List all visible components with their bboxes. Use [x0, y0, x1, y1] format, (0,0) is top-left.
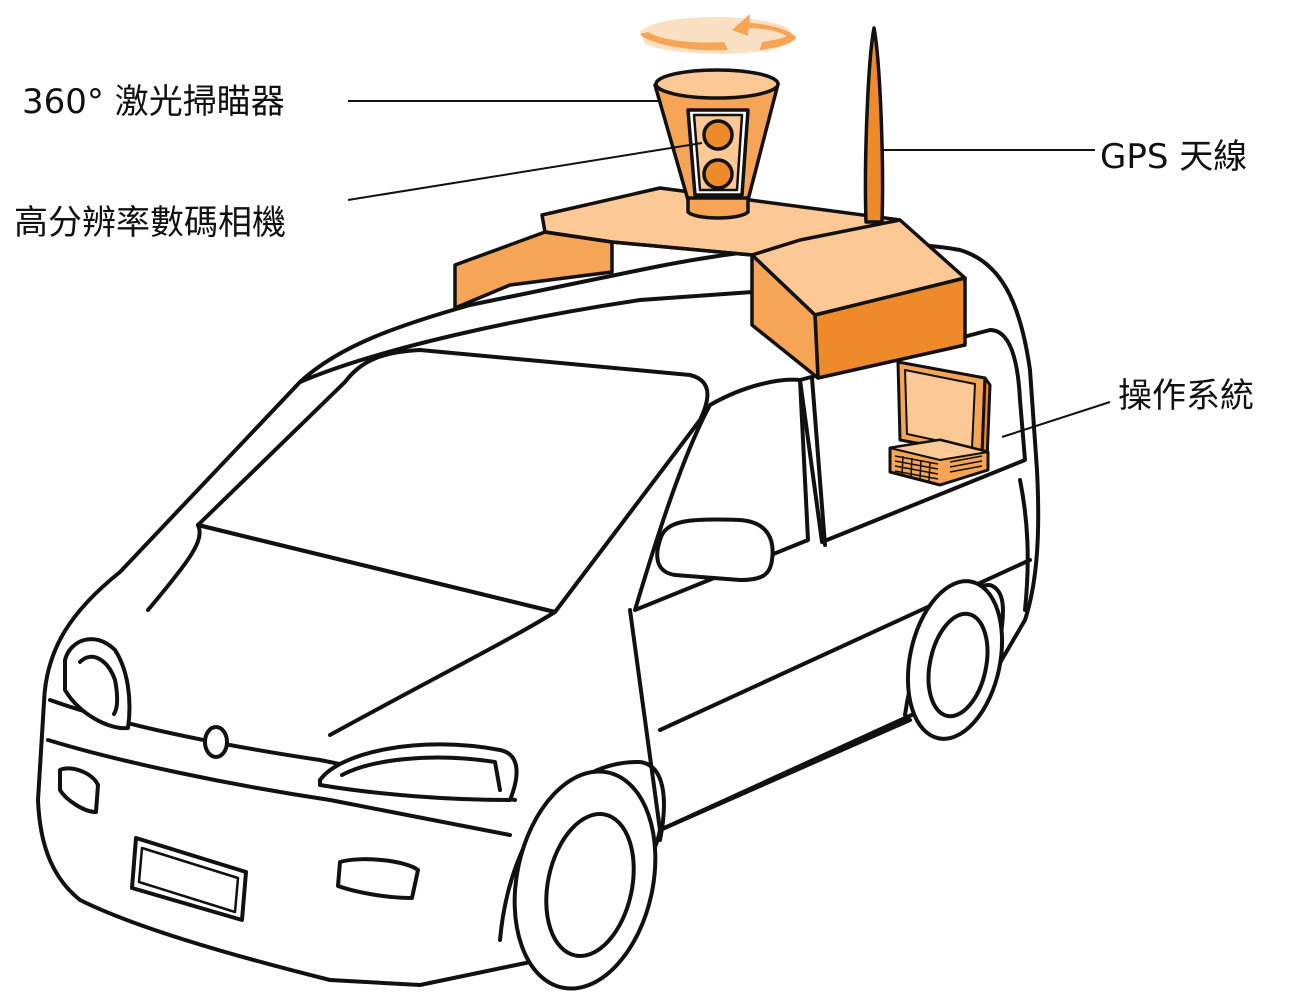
label-gps-antenna: GPS 天線 [1100, 137, 1248, 177]
scanner-base [686, 196, 750, 220]
label-operating-system: 操作系統 [1118, 376, 1254, 416]
b-pillar [810, 376, 827, 547]
license-plate [130, 836, 248, 922]
left-headlight-inner [78, 654, 120, 716]
computer-system [888, 360, 992, 487]
gps-antenna [863, 26, 885, 224]
side-mirror [655, 517, 775, 582]
leader-line-system [1001, 401, 1111, 438]
rear-wheel-hub [926, 611, 990, 719]
rack-right-side [750, 253, 820, 380]
hood-center-line [328, 610, 557, 737]
front-band-lower [46, 738, 512, 837]
license-plate-inner [137, 846, 240, 914]
computer-base-top [889, 439, 989, 461]
left-fog-light [58, 766, 100, 814]
laser-scanner-rim [654, 68, 780, 100]
windshield [196, 348, 710, 614]
rear-body-line [1018, 478, 1030, 612]
right-headlight-inner [340, 755, 502, 792]
leader-lines [347, 100, 1111, 438]
front-wheel-hub [544, 812, 636, 958]
label-laser-scanner: 360° 激光掃瞄器 [22, 82, 285, 122]
door-line [628, 608, 662, 832]
gps-antenna-mast [863, 26, 885, 224]
monitor-screen [904, 369, 976, 449]
monitor-side [980, 376, 992, 462]
label-camera: 高分辨率數碼相機 [14, 203, 286, 243]
hood-lower-line [146, 523, 202, 612]
hood-line [196, 523, 557, 614]
rotation-arrow-icon [640, 14, 796, 54]
keyboard-icon [894, 455, 983, 482]
front-emblem [203, 725, 229, 759]
camera-lens-icon [702, 119, 734, 151]
scanner-unit [640, 14, 796, 220]
right-fog-light [336, 857, 420, 900]
roof-rack [453, 186, 967, 380]
roof-line [298, 288, 782, 384]
lower-side-line [658, 718, 912, 832]
leader-line-camera [347, 142, 703, 201]
vehicle [36, 241, 1041, 991]
camera-lens-icon [702, 158, 734, 190]
